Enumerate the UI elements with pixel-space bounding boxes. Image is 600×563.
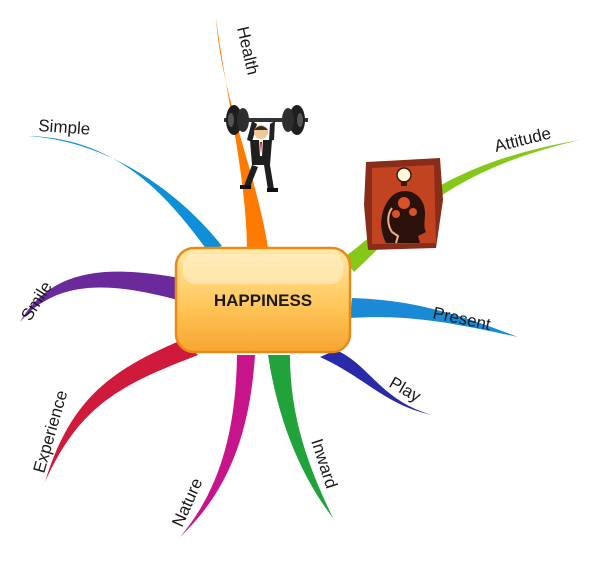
- label-smile: Smile: [17, 278, 56, 324]
- branch-play: [320, 350, 432, 415]
- label-experience: Experience: [30, 388, 72, 475]
- central-node-label: HAPPINESS: [214, 291, 312, 310]
- label-nature: Nature: [168, 475, 206, 529]
- label-health: Health: [233, 25, 263, 77]
- branch-inward: [268, 355, 333, 518]
- branches: [20, 18, 580, 537]
- branch-present: [350, 298, 518, 337]
- label-simple: Simple: [38, 116, 91, 139]
- weightlifter-icon: [224, 105, 308, 192]
- branch-smile: [20, 271, 180, 322]
- branch-simple: [28, 136, 222, 250]
- branch-attitude: [343, 140, 580, 272]
- label-present: Present: [431, 303, 493, 334]
- branch-nature: [180, 355, 255, 537]
- label-attitude: Attitude: [492, 123, 553, 155]
- label-play: Play: [386, 373, 425, 406]
- branch-health: [216, 18, 268, 248]
- central-node: HAPPINESS: [174, 246, 352, 354]
- branch-experience: [45, 340, 198, 482]
- thinking-head-icon: [364, 158, 443, 250]
